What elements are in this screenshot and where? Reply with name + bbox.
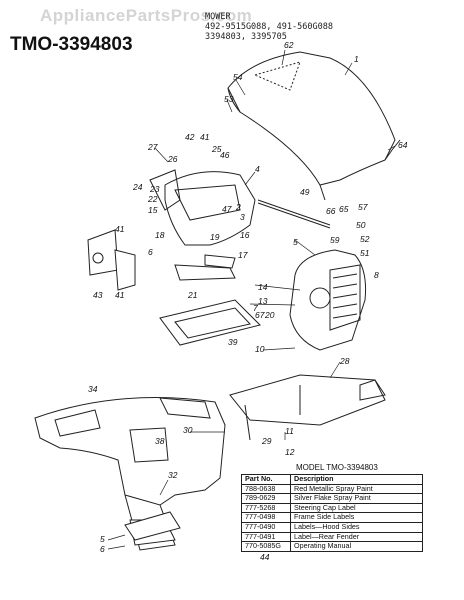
callout-16: 16 (240, 230, 250, 240)
hood-part (227, 51, 401, 201)
header-line-1: MOWER (205, 12, 231, 22)
callout-59: 59 (330, 235, 340, 245)
callout-28: 28 (339, 356, 350, 366)
callout-5: 5 (293, 237, 298, 247)
callout-43: 43 (93, 290, 103, 300)
callout-65: 65 (339, 204, 349, 214)
leader-lines (107, 49, 396, 550)
table-header-row: Part No. Description (241, 474, 423, 485)
steering-rod-part (257, 199, 331, 229)
callout-62: 62 (284, 40, 294, 50)
callout-50: 50 (356, 220, 366, 230)
callout-14: 14 (258, 282, 268, 292)
callout-13: 13 (258, 296, 268, 306)
callout-30: 30 (183, 425, 193, 435)
part-description: Operating Manual (290, 541, 423, 552)
callout-51: 51 (360, 248, 370, 258)
callout-8: 8 (374, 270, 379, 280)
callout-41: 41 (115, 290, 125, 300)
callout-26: 26 (167, 154, 178, 164)
side-bracket-part (87, 229, 136, 291)
callout-1: 1 (354, 54, 359, 64)
callout-22: 22 (147, 194, 158, 204)
callout-64: 64 (398, 140, 408, 150)
callout-42: 42 (185, 132, 195, 142)
callout-20: 20 (264, 310, 275, 320)
callout-54: 54 (233, 72, 243, 82)
callout-25: 25 (211, 144, 222, 154)
callout-17: 17 (238, 250, 248, 260)
model-header: MOWER 492-9515G088, 491-560G088 3394803,… (205, 12, 333, 42)
callout-11: 11 (285, 426, 294, 436)
header-line-3: 3394803, 3395705 (205, 32, 287, 42)
callout-5: 5 (100, 534, 105, 544)
grille-part (289, 249, 366, 351)
callout-53: 53 (224, 94, 234, 104)
callout-29: 29 (261, 436, 272, 446)
callout-39: 39 (228, 337, 238, 347)
callout-2: 2 (235, 202, 241, 212)
callout-24: 24 (132, 182, 143, 192)
callout-21: 21 (187, 290, 198, 300)
callout-67: 67 (255, 310, 265, 320)
callout-49: 49 (300, 187, 310, 197)
frame-part (229, 374, 386, 441)
callout-6: 6 (148, 247, 153, 257)
callout-52: 52 (360, 234, 370, 244)
callout-66: 66 (326, 206, 336, 216)
part-description: Silver Flake Spray Paint (290, 493, 423, 504)
callout-3: 3 (240, 212, 245, 222)
callout-44: 44 (260, 552, 270, 562)
part-number: 777-0490 (241, 521, 291, 533)
callout-15: 15 (148, 205, 158, 215)
callout-34: 34 (88, 384, 98, 394)
callout-41: 41 (200, 132, 210, 142)
callout-57: 57 (358, 202, 368, 212)
mounting-plate-part (159, 299, 261, 346)
callout-23: 23 (149, 184, 160, 194)
callout-38: 38 (155, 436, 165, 446)
callout-46: 46 (220, 150, 230, 160)
callout-18: 18 (155, 230, 165, 240)
callout-7: 7 (253, 303, 258, 313)
part-number: 789-0629 (241, 493, 291, 504)
column-header-description: Description (290, 474, 423, 485)
callout-19: 19 (210, 232, 220, 242)
dash-panel-part (149, 169, 256, 281)
callout-10: 10 (255, 344, 265, 354)
header-line-2: 492-9515G088, 491-560G088 (205, 22, 333, 32)
callout-47: 47 (222, 204, 232, 214)
diagram-title: TMO-3394803 (10, 34, 133, 55)
part-number: 770-5085G (241, 541, 291, 552)
callout-12: 12 (285, 447, 295, 457)
callout-32: 32 (168, 470, 178, 480)
column-header-part: Part No. (241, 474, 291, 485)
callout-41: 41 (115, 224, 125, 234)
callout-27: 27 (147, 142, 158, 152)
part-description: Labels—Hood Sides (290, 521, 423, 533)
watermark: AppliancePartsPros.com (40, 6, 253, 25)
table-model-label: MODEL TMO-3394803 (296, 463, 378, 472)
step-plate-part (124, 511, 181, 541)
callout-6: 6 (100, 544, 105, 554)
callout-4: 4 (255, 164, 260, 174)
